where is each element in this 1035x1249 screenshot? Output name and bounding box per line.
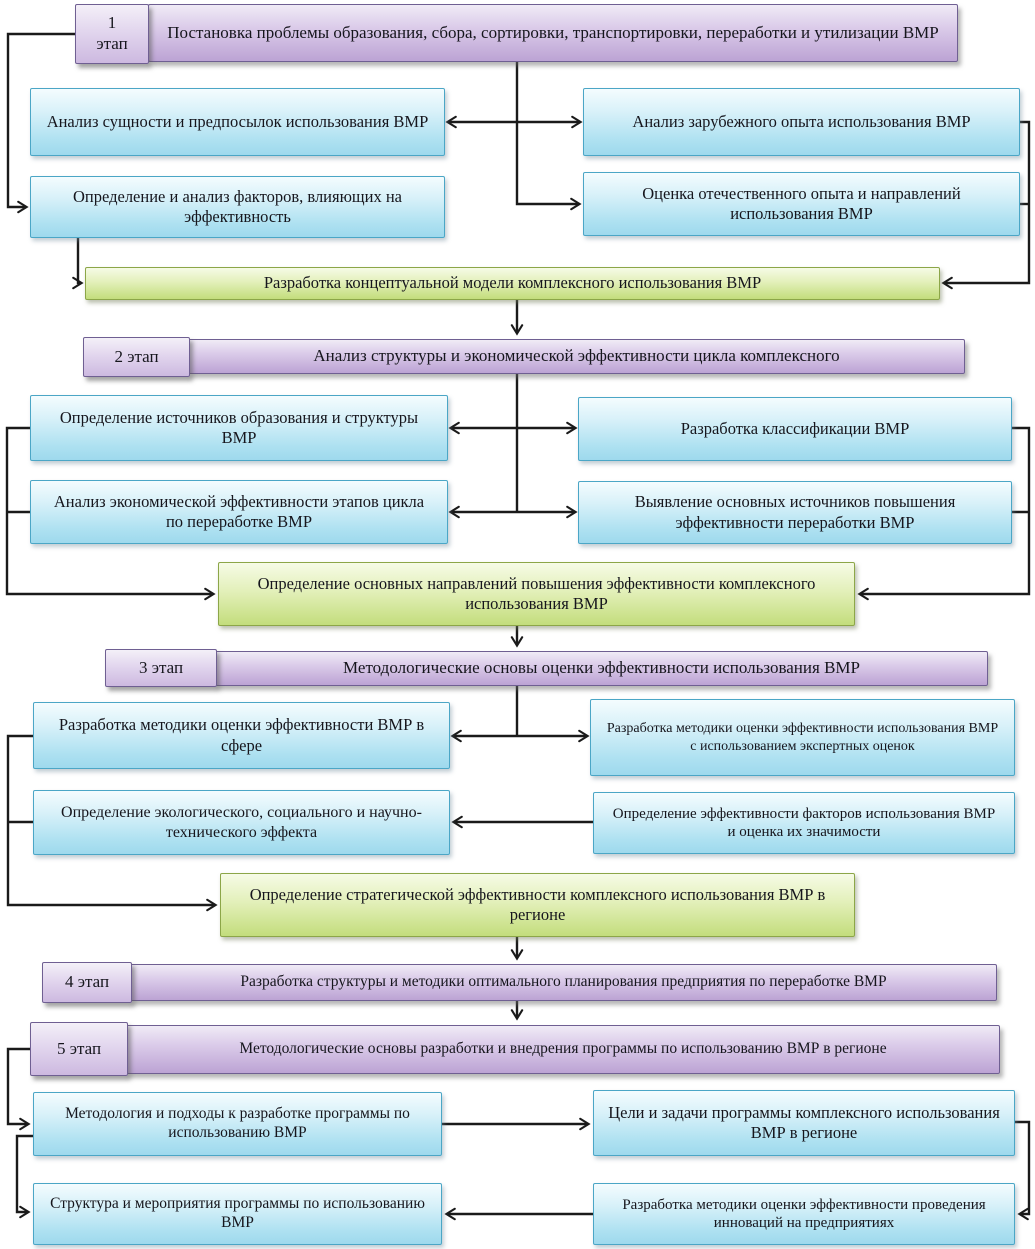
stage5-tab: 5 этап: [30, 1022, 128, 1076]
stage3-tab: 3 этап: [105, 649, 217, 687]
stage2-box-right1: Разработка классификации ВМР: [578, 397, 1012, 461]
stage2-tab: 2 этап: [83, 337, 190, 377]
stage1-box-right2: Оценка отечественного опыта и направлени…: [583, 172, 1020, 236]
arrow-s1-center-to-right2: [515, 62, 582, 211]
stage2-box-left2: Анализ экономической эффективности этапо…: [30, 480, 448, 544]
stage3-title: Методологические основы оценки эффективн…: [215, 651, 988, 686]
stage2-box-right2: Выявление основных источников повышения …: [578, 481, 1012, 544]
stage3-box-right1: Разработка методики оценки эффективности…: [590, 699, 1015, 776]
arrow-s5-right-collector: [1015, 1120, 1031, 1221]
stage5-box-right1: Цели и задачи программы комплексного исп…: [593, 1090, 1015, 1156]
stage5-box-left2: Структура и мероприятия программы по исп…: [33, 1183, 442, 1245]
stage1-box-right1: Анализ зарубежного опыта использования В…: [583, 88, 1020, 156]
stage3-box-left1: Разработка методики оценки эффективности…: [33, 702, 450, 769]
stage3-result: Определение стратегической эффективности…: [220, 873, 855, 937]
stage1-result: Разработка концептуальной модели комплек…: [85, 267, 940, 300]
stage4-title: Разработка структуры и методики оптималь…: [130, 964, 997, 1001]
stage2-box-left1: Определение источников образования и стр…: [30, 395, 448, 461]
stage1-box-left2: Определение и анализ факторов, влияющих …: [30, 176, 445, 238]
stage2-result: Определение основных направлений повышен…: [218, 562, 855, 626]
stage3-box-right2: Определение эффективности факторов испол…: [593, 792, 1015, 854]
arrow-s5-tab-to-left1: [6, 1047, 31, 1131]
stage1-box-left1: Анализ сущности и предпосылок использова…: [30, 88, 445, 156]
stage3-box-left2: Определение экологического, социального …: [33, 790, 450, 855]
stage1-tab: 1 этап: [75, 4, 149, 64]
stage5-title: Методологические основы разработки и вне…: [126, 1025, 1000, 1074]
stage1-title: Постановка проблемы образования, сбора, …: [148, 4, 958, 62]
stage2-title: Анализ структуры и экономической эффекти…: [188, 339, 965, 374]
stage4-tab: 4 этап: [42, 962, 132, 1003]
arrow-s5-left1-to-left2: [15, 1134, 33, 1219]
stage5-box-right2: Разработка методики оценки эффективности…: [593, 1183, 1015, 1245]
arrow-s1-left2-to-result: [72, 238, 84, 290]
stage5-box-left1: Методология и подходы к разработке прогр…: [33, 1092, 442, 1156]
